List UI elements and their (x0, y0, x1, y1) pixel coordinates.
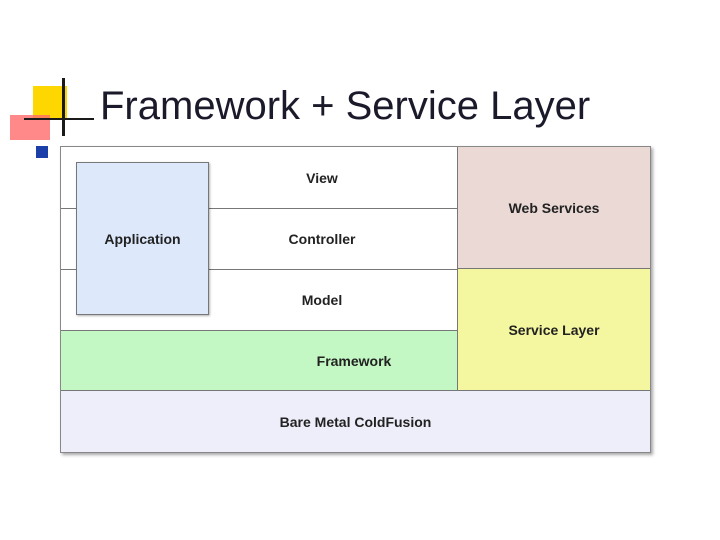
web-services-label: Web Services (508, 199, 600, 216)
service-layer-label: Service Layer (508, 321, 600, 338)
framework-label: Framework (316, 352, 392, 369)
model-label: Model (301, 291, 343, 308)
slide-title: Framework + Service Layer (100, 84, 591, 128)
application-label: Application (104, 230, 181, 247)
divider-view-controller (61, 208, 457, 209)
view-layer: View (61, 147, 457, 208)
yellow-square (33, 86, 67, 120)
controller-label: Controller (288, 230, 356, 247)
logo-decoration (0, 0, 100, 160)
bare-metal-layer: Bare Metal ColdFusion (61, 391, 650, 452)
application-block: Application (76, 162, 209, 315)
web-services-block: Web Services (457, 147, 650, 269)
model-layer: Model (61, 269, 457, 330)
framework-layer: Framework (61, 330, 457, 391)
controller-layer: Controller (61, 208, 457, 269)
architecture-diagram: View Controller Model Framework Bare Met… (60, 146, 651, 453)
blue-square (36, 146, 48, 158)
service-layer-block: Service Layer (457, 269, 650, 391)
view-label: View (306, 169, 338, 186)
horizontal-rule (24, 118, 94, 120)
bare-metal-label: Bare Metal ColdFusion (279, 413, 432, 430)
vertical-rule (62, 78, 65, 136)
divider-controller-model (61, 269, 457, 270)
